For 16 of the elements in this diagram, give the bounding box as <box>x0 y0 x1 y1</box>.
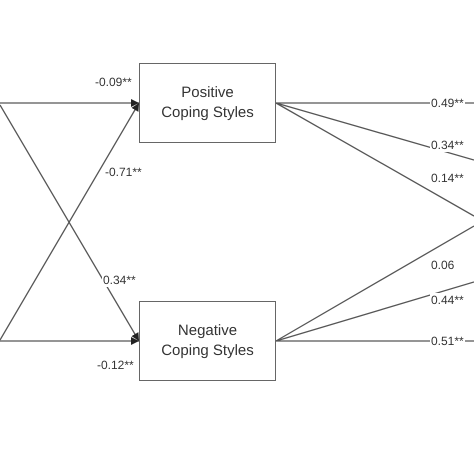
path-coefficient: 0.49** <box>430 96 465 110</box>
node-label: Negative Coping Styles <box>160 320 255 361</box>
path-coefficient: -0.12** <box>96 358 135 372</box>
path-coefficient: 0.34** <box>430 138 465 152</box>
path-coefficient: 0.44** <box>430 293 465 307</box>
path-coefficient: 0.51** <box>430 334 465 348</box>
path-coefficient: 0.06 <box>430 258 456 272</box>
path-coefficient: 0.14** <box>430 171 465 185</box>
variable-box <box>139 63 276 143</box>
path-arrow <box>0 337 139 345</box>
path-coefficient: -0.09** <box>94 75 133 89</box>
path-coefficient: 0.34** <box>102 273 137 287</box>
variable-box <box>139 301 276 381</box>
node-label: Positive Coping Styles <box>160 82 255 123</box>
path-arrow <box>0 99 139 107</box>
path-coefficient: -0.71** <box>104 165 143 179</box>
